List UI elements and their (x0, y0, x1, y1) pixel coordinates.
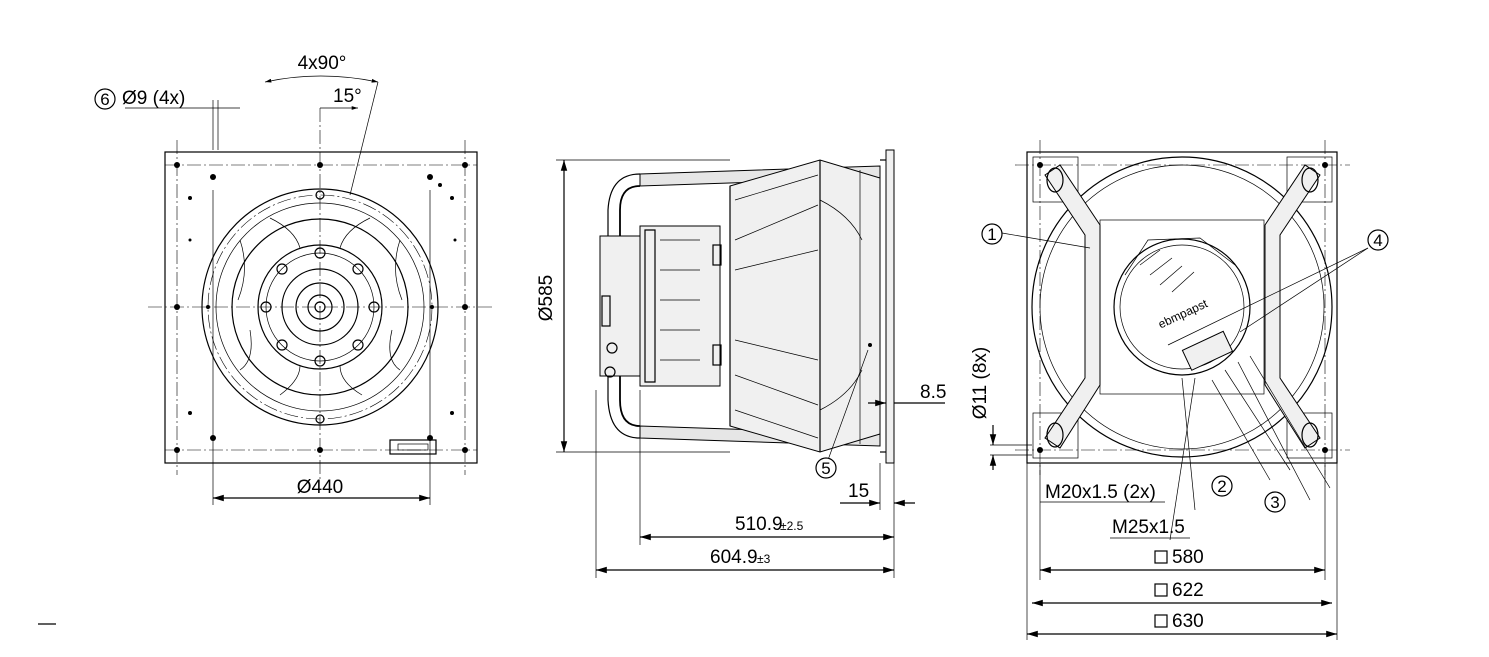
side-view: Ø585 (536, 149, 946, 578)
dimension-length-short: 510.9 (735, 514, 783, 535)
callout-6: 6 (100, 90, 109, 109)
rear-view: ebmpapst 1 4 Ø11 (8x) M20x1.5 (2x) M25x1… (970, 140, 1389, 640)
square-630: 630 (1172, 611, 1204, 632)
dimension-length-long-tol: ±3 (757, 552, 771, 566)
dimension-front-diameter: Ø440 (297, 477, 343, 498)
front-plate (164, 151, 478, 464)
square-580: 580 (1172, 547, 1204, 568)
angle-pattern: 4x90° (298, 53, 347, 74)
front-view: Ø440 6 Ø9 (4x) 4x90° 15° (94, 53, 495, 505)
callout-2: 2 (1217, 477, 1226, 496)
callout-3: 3 (1270, 493, 1279, 512)
gland-small-label: M20x1.5 (2x) (1045, 482, 1156, 503)
dimension-side-diameter: Ø585 (536, 275, 557, 321)
dimension-flange-thickness: 8.5 (920, 382, 946, 403)
callout-4: 4 (1373, 231, 1382, 250)
dimension-length-long: 604.9 (710, 547, 758, 568)
brand-text: ebmpapst (1156, 296, 1210, 331)
gland-large-label: M25x1.5 (1112, 517, 1185, 538)
callout-5: 5 (821, 459, 830, 478)
hole-label: Ø9 (4x) (122, 88, 185, 109)
dimension-flange-offset: 15 (848, 481, 869, 502)
angle-offset: 15° (333, 86, 362, 107)
callout-1: 1 (987, 225, 996, 244)
square-622: 622 (1172, 580, 1204, 601)
dimension-length-short-tol: ±2.5 (780, 519, 804, 533)
mount-holes-label: Ø11 (8x) (970, 347, 991, 420)
